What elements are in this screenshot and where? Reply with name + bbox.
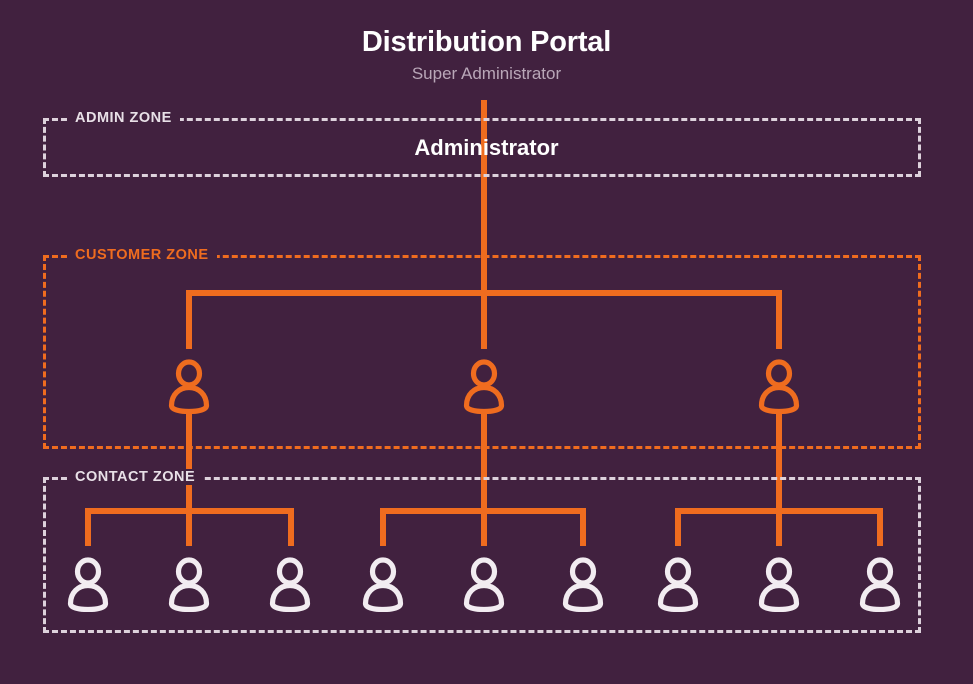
person-icon [168, 359, 210, 414]
zone-customer: CUSTOMER ZONE [43, 247, 921, 449]
zone-customer-label: CUSTOMER ZONE [67, 247, 217, 263]
zone-contact-label: CONTACT ZONE [67, 469, 204, 485]
node-contact-2[interactable] [161, 556, 217, 612]
page-subtitle: Super Administrator [411, 64, 562, 84]
person-icon [362, 557, 404, 612]
person-icon [168, 557, 210, 612]
connector-customer-3-drop [776, 290, 782, 349]
person-icon [657, 557, 699, 612]
connector-customer-1-drop [186, 290, 192, 349]
node-contact-9[interactable] [852, 556, 908, 612]
person-icon [758, 557, 800, 612]
node-contact-5[interactable] [456, 556, 512, 612]
node-contact-3[interactable] [262, 556, 318, 612]
diagram-header: Distribution Portal Super Administrator [0, 26, 973, 87]
node-contact-1[interactable] [60, 556, 116, 612]
connector-contact-2-drop [186, 508, 192, 546]
node-contact-4[interactable] [355, 556, 411, 612]
zone-admin: ADMIN ZONE [43, 110, 921, 177]
node-contact-7[interactable] [650, 556, 706, 612]
connector-contact-3-drop [288, 508, 294, 546]
connector-contact-9-drop [877, 508, 883, 546]
person-icon [758, 359, 800, 414]
connector-contact-5-drop [481, 508, 487, 546]
connector-contact-6-drop [580, 508, 586, 546]
connector-customer-2-to-contacts [481, 414, 487, 508]
node-contact-6[interactable] [555, 556, 611, 612]
person-icon [67, 557, 109, 612]
page-title: Distribution Portal [361, 26, 612, 58]
connector-contact-1-drop [85, 508, 91, 546]
node-administrator[interactable]: Administrator [414, 135, 559, 160]
node-customer-1[interactable] [161, 358, 217, 414]
connector-contact-8-drop [776, 508, 782, 546]
connector-contact-4-drop [380, 508, 386, 546]
node-contact-8[interactable] [751, 556, 807, 612]
person-icon [463, 359, 505, 414]
node-customer-2[interactable] [456, 358, 512, 414]
node-customer-3[interactable] [751, 358, 807, 414]
person-icon [562, 557, 604, 612]
connector-customer-2-drop [481, 290, 487, 349]
connector-customer-3-to-contacts [776, 414, 782, 508]
zone-contact: CONTACT ZONE [43, 469, 921, 633]
person-icon [463, 557, 505, 612]
zone-admin-label: ADMIN ZONE [67, 110, 180, 126]
person-icon [859, 557, 901, 612]
connector-contact-7-drop [675, 508, 681, 546]
connector-admin-trunk [481, 100, 487, 293]
connector-customer-1-to-contacts [186, 414, 192, 508]
person-icon [269, 557, 311, 612]
